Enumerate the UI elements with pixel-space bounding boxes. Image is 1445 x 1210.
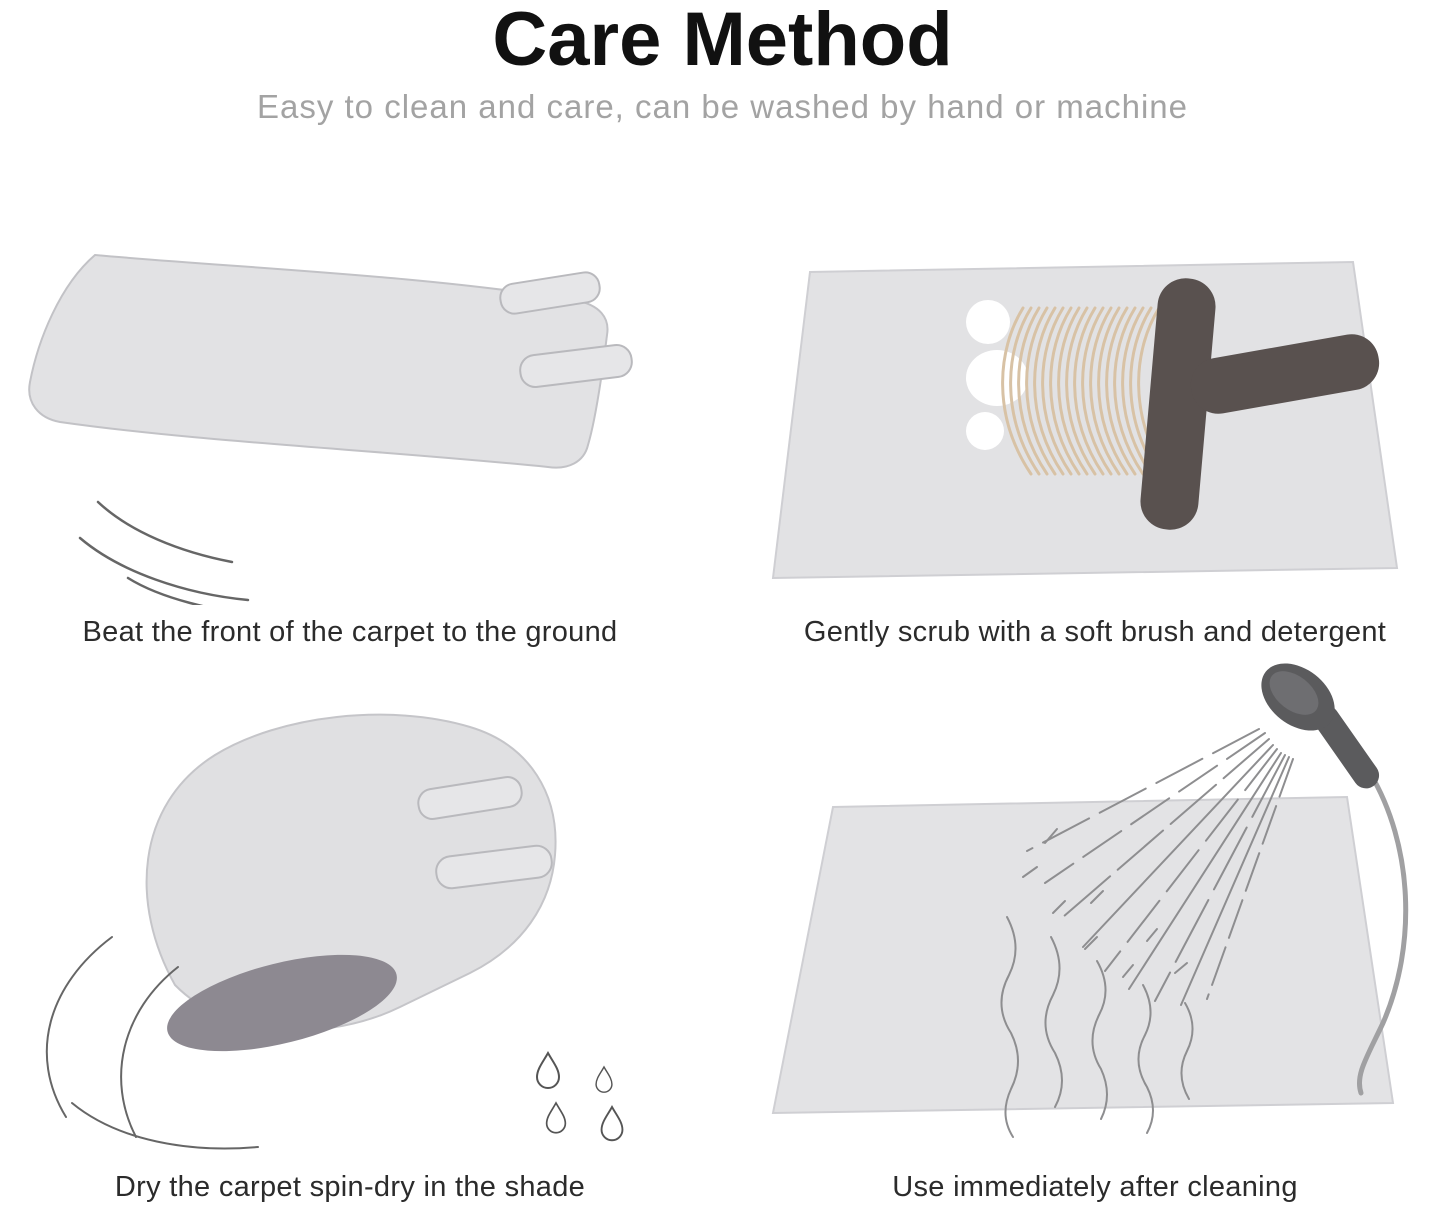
brush-icon	[1140, 278, 1380, 530]
carpet-beating-illustration	[28, 253, 633, 605]
splash-ticks-icon	[1022, 828, 1188, 978]
step-caption: Use immediately after cleaning	[892, 1171, 1298, 1203]
carpet-tag-icon	[499, 271, 633, 388]
step-spin-dry: Dry the carpet spin-dry in the shade	[0, 655, 700, 1210]
motion-lines-icon	[78, 500, 250, 605]
carpet-spin-dry-illustration	[45, 713, 624, 1150]
page-subtitle: Easy to clean and care, can be washed by…	[256, 88, 1189, 125]
page-title: Care Method	[492, 0, 953, 82]
brush-scrub-illustration	[771, 260, 1399, 580]
step-caption: Dry the carpet spin-dry in the shade	[114, 1171, 586, 1203]
shower-head-icon	[1261, 663, 1409, 1096]
water-trails-icon	[1000, 916, 1194, 1138]
carpet-icon	[28, 253, 609, 469]
step-caption: Gently scrub with a soft brush and deter…	[803, 616, 1387, 648]
carpet-tag-icon	[417, 776, 553, 890]
mat-icon	[771, 795, 1395, 1115]
header: Care Method Easy to clean and care, can …	[0, 0, 1445, 126]
motion-lines-icon	[45, 936, 259, 1150]
step-caption: Beat the front of the carpet to the grou…	[82, 616, 618, 648]
water-drops-icon	[536, 1052, 624, 1142]
shower-hose-icon	[1357, 770, 1409, 1096]
roll-end-icon	[167, 954, 397, 1052]
mat-icon	[771, 260, 1399, 580]
spray-icon	[1026, 728, 1294, 1006]
step-beat-carpet: Beat the front of the carpet to the grou…	[0, 150, 700, 655]
shower-rinse-illustration	[771, 663, 1409, 1138]
step-scrub-brush: Gently scrub with a soft brush and deter…	[745, 150, 1445, 655]
step-rinse-shower: Use immediately after cleaning	[745, 655, 1445, 1210]
